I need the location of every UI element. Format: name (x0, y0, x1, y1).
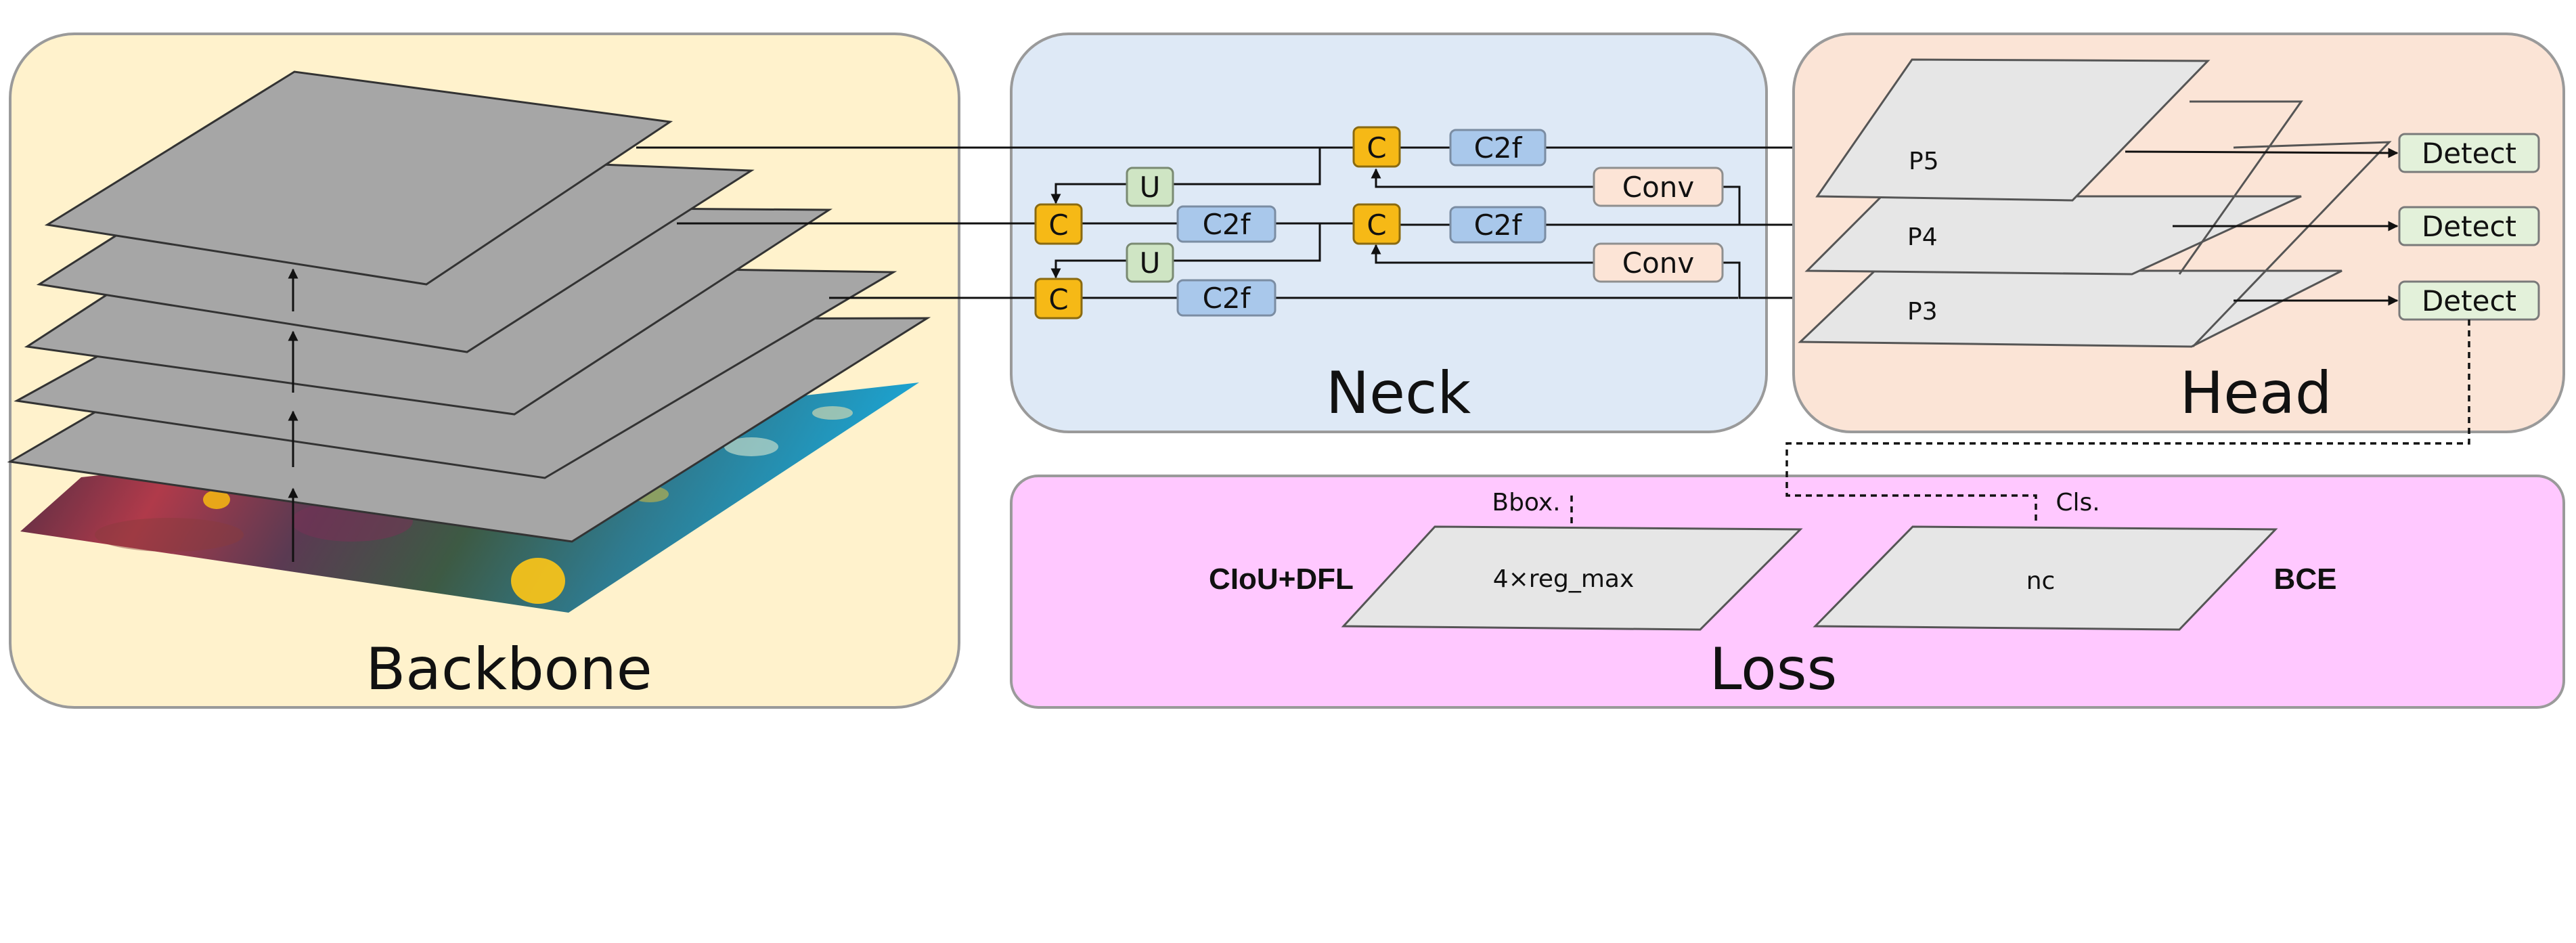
svg-text:U: U (1140, 246, 1161, 280)
svg-text:C2f: C2f (1474, 209, 1523, 242)
cls-label: Cls. (2056, 489, 2100, 517)
neck-connections (636, 142, 1863, 303)
detect-node: Detect (2398, 133, 2540, 173)
head-title: Head (2180, 359, 2332, 427)
bbox-label: Bbox. (1492, 489, 1560, 517)
upsample-node: U (1126, 242, 1174, 283)
concat-node: C (1034, 278, 1083, 320)
svg-text:Detect: Detect (2422, 137, 2516, 170)
svg-text:Detect: Detect (2422, 284, 2516, 317)
head-layer-p3 (1798, 269, 2342, 348)
c2f-node: C2f (1176, 279, 1276, 317)
conv-node: Conv (1593, 242, 1724, 283)
c2f-node: C2f (1449, 206, 1547, 244)
backbone-panel: Backbone (7, 32, 960, 709)
p4-label: P4 (1907, 223, 1938, 251)
c2f-node: C2f (1449, 129, 1547, 167)
svg-text:Conv: Conv (1622, 246, 1695, 280)
p5-label: P5 (1909, 148, 1939, 175)
cls-branch-text: nc (2026, 567, 2056, 595)
feature-layer-5 (44, 70, 673, 286)
bbox-branch-text: 4×reg_max (1493, 565, 1635, 593)
c2f-node: C2f (1176, 205, 1276, 243)
svg-text:C: C (1048, 209, 1068, 242)
concat-node: C (1352, 126, 1401, 168)
upsample-node: U (1126, 167, 1174, 207)
neck-panel: C C C C U U C2f C2f (636, 32, 1863, 433)
svg-text:C2f: C2f (1203, 208, 1251, 241)
concat-node: C (1034, 203, 1083, 245)
svg-text:Detect: Detect (2422, 210, 2516, 243)
concat-node: C (1352, 203, 1401, 245)
detect-to-loss-connector (1785, 320, 2470, 525)
cls-branch (1813, 525, 2278, 631)
detect-node: Detect (2398, 280, 2540, 321)
svg-text:C: C (1048, 283, 1068, 316)
cls-loss-name: BCE (2274, 563, 2337, 596)
head-panel: P5 P4 P3 Detect Detect Detect Head (1792, 32, 2565, 433)
svg-text:C: C (1367, 131, 1386, 165)
bbox-loss-name: CIoU+DFL (1209, 563, 1354, 596)
conv-node: Conv (1593, 167, 1724, 207)
svg-text:C2f: C2f (1474, 131, 1523, 165)
p3-label: P3 (1907, 298, 1938, 326)
loss-panel: Bbox. Cls. 4×reg_max nc CIoU+DFL BCE Los… (1010, 320, 2565, 709)
svg-text:Conv: Conv (1622, 171, 1695, 204)
neck-title: Neck (1326, 359, 1471, 427)
bbox-branch (1341, 525, 1803, 631)
backbone-title: Backbone (365, 636, 652, 703)
detect-node: Detect (2398, 206, 2540, 246)
loss-title: Loss (1710, 636, 1838, 703)
head-layer-p4 (1804, 195, 2302, 276)
svg-text:C: C (1367, 209, 1386, 242)
svg-text:C2f: C2f (1203, 282, 1251, 315)
svg-text:U: U (1140, 171, 1161, 204)
head-layer-p5 (1815, 58, 2211, 202)
